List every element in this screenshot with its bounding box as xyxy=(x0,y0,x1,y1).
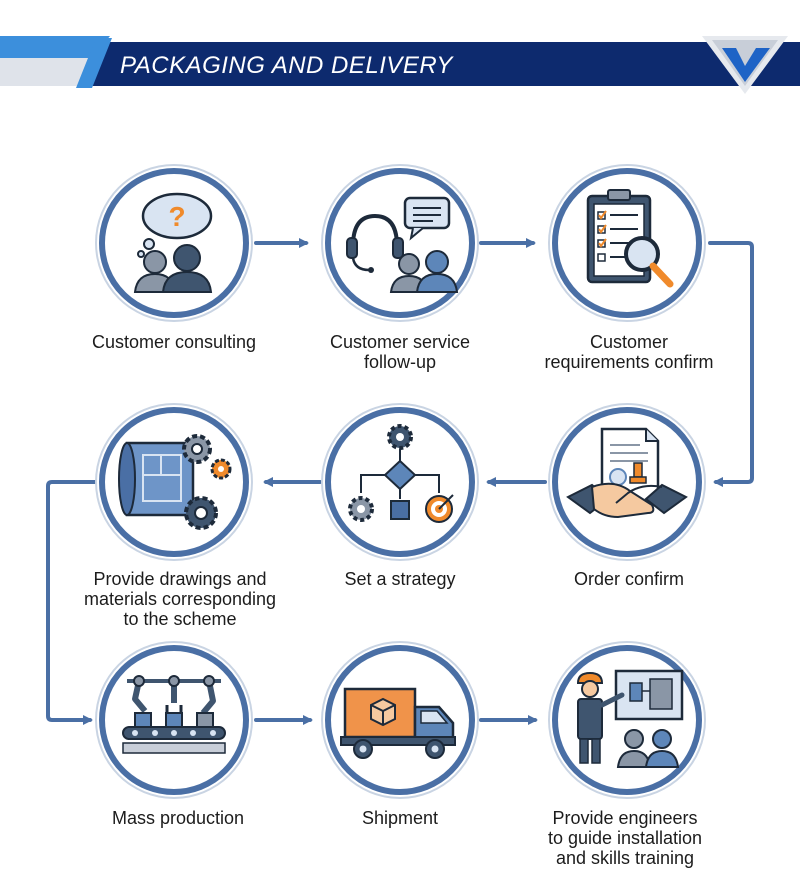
header-banner: PACKAGING AND DELIVERY xyxy=(0,0,800,110)
step-label-mass-production: Mass production xyxy=(58,808,298,828)
step-node-engineers-training xyxy=(552,645,702,795)
headset-chat-icon xyxy=(346,196,459,293)
step-label-line: materials corresponding xyxy=(83,589,277,609)
customer-question-icon: ? xyxy=(133,192,213,293)
step-label-line: Set a strategy xyxy=(344,569,456,589)
step-label-order-confirm: Order confirm xyxy=(509,569,749,589)
step-label-line: Mass production xyxy=(111,808,245,828)
step-label-set-strategy: Set a strategy xyxy=(280,569,520,589)
blueprint-gears-icon xyxy=(118,434,232,530)
step-label-customer-service: Customer service follow-up xyxy=(280,332,520,372)
step-label-line: Customer xyxy=(589,332,669,352)
handshake-contract-icon xyxy=(566,427,688,519)
step-node-customer-service xyxy=(325,168,475,318)
step-label-line: Provide drawings and xyxy=(93,569,267,589)
step-label-line: Customer consulting xyxy=(91,332,257,352)
header-band xyxy=(0,36,800,88)
step-node-requirements-confirm xyxy=(552,168,702,318)
step-label-line: Order confirm xyxy=(573,569,685,589)
step-label-line: Shipment xyxy=(361,808,439,828)
engineer-training-icon xyxy=(576,669,684,768)
step-label-line: Customer service xyxy=(329,332,471,352)
step-label-engineers-training: Provide engineers to guide installation … xyxy=(505,808,745,868)
step-node-customer-consulting: ? xyxy=(99,168,249,318)
step-label-line: and skills training xyxy=(555,848,695,868)
svg-text:?: ? xyxy=(168,201,185,232)
step-label-line: to the scheme xyxy=(123,609,237,629)
step-node-order-confirm xyxy=(552,407,702,557)
step-node-mass-production xyxy=(99,645,249,795)
step-label-line: requirements confirm xyxy=(544,352,714,372)
clipboard-magnifier-icon xyxy=(586,189,674,288)
arrow-6-7 xyxy=(46,480,100,725)
step-node-set-strategy xyxy=(325,407,475,557)
step-label-requirements-confirm: Customer requirements confirm xyxy=(509,332,749,372)
step-label-drawings-materials: Provide drawings and materials correspon… xyxy=(60,569,300,629)
arrow-3-4 xyxy=(708,241,754,487)
step-node-drawings-materials xyxy=(99,407,249,557)
step-label-line: to guide installation xyxy=(547,828,703,848)
robot-arm-assembly-icon xyxy=(122,675,226,754)
step-label-shipment: Shipment xyxy=(280,808,520,828)
step-label-line: follow-up xyxy=(363,352,437,372)
page-title: PACKAGING AND DELIVERY xyxy=(120,52,453,79)
step-label-line: Provide engineers xyxy=(552,808,698,828)
delivery-truck-icon xyxy=(340,687,456,759)
brand-logo-icon xyxy=(702,36,788,94)
step-label-customer-consulting: Customer consulting xyxy=(54,332,294,352)
flowchart-strategy-icon xyxy=(348,424,454,523)
step-node-shipment xyxy=(325,645,475,795)
